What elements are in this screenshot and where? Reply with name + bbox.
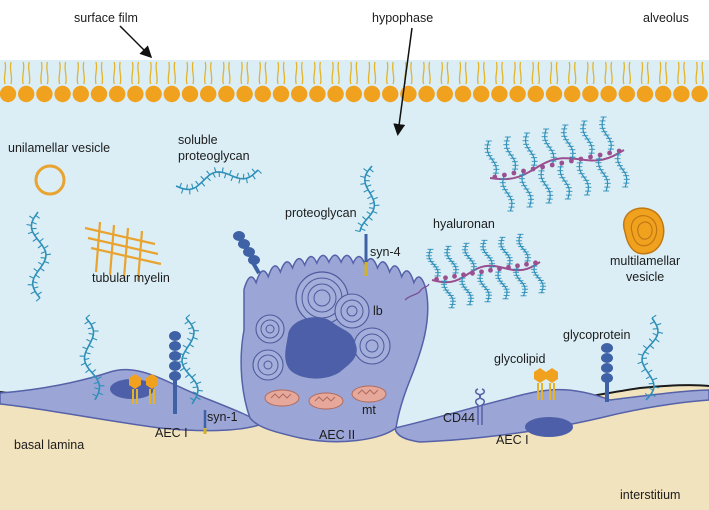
label-glycolipid: glycolipid [494, 352, 546, 366]
label-hypophase: hypophase [372, 11, 434, 25]
lipid-molecule [527, 61, 544, 103]
label-surface-film: surface film [74, 11, 138, 25]
lamellar-body-group [252, 271, 391, 381]
label-soluble-proteoglycan-1: soluble [178, 133, 218, 147]
proteoglycan-chain-icon [175, 167, 262, 195]
glycoprotein-icon [169, 331, 181, 414]
label-aec1-left: AEC I [155, 426, 188, 440]
lipid-molecule [272, 61, 290, 103]
mitochondrion-icon [264, 389, 300, 407]
lipid-molecule [200, 61, 217, 103]
proteoglycan-chain-icon [79, 314, 105, 401]
lipid-molecule [36, 61, 53, 103]
label-alveolus: alveolus [643, 11, 689, 25]
hyaluronan-tether-icon [404, 283, 430, 301]
mitochondrion-icon [308, 392, 344, 410]
label-interstitium: interstitium [620, 488, 681, 502]
tubular-myelin-icon [84, 221, 162, 282]
lamellar-body-icon [255, 314, 285, 344]
lipid-molecule [254, 61, 271, 103]
lipid-molecule [418, 61, 435, 103]
lipid-molecule [673, 61, 690, 103]
glycoprotein-icon [233, 231, 261, 275]
lipid-molecule [454, 61, 472, 103]
lamellar-body-icon [252, 349, 284, 381]
label-mitochondria: mt [362, 403, 376, 417]
label-glycoprotein: glycoprotein [563, 328, 631, 342]
glycolipid-icon [129, 374, 158, 404]
proteoglycan-chain-icon [26, 211, 51, 302]
label-aec1-right: AEC I [496, 433, 529, 447]
nucleus-icon [285, 317, 357, 379]
lipid-molecule [0, 61, 17, 103]
label-multilamellar-2: vesicle [626, 270, 665, 284]
proteoglycan-chain-icon [637, 314, 664, 401]
label-hyaluronan: hyaluronan [433, 217, 495, 231]
lamellar-body-icon [353, 327, 391, 365]
unilamellar-vesicle-icon [34, 164, 66, 196]
label-syn-4: syn-4 [370, 245, 401, 259]
label-basal-lamina: basal lamina [14, 438, 85, 452]
lipid-molecule [145, 61, 162, 103]
lipid-molecule [473, 61, 490, 103]
lipid-molecule [72, 61, 90, 103]
surface-film-arrow [119, 25, 153, 59]
lipid-molecule [109, 61, 126, 103]
label-proteoglycan: proteoglycan [285, 206, 357, 220]
label-tubular-myelin: tubular myelin [92, 271, 170, 285]
lamellar-body-icon [334, 293, 370, 329]
label-lamellar-body: lb [373, 304, 383, 318]
nucleus-icon [525, 417, 573, 437]
lipid-molecule [181, 61, 199, 103]
lipid-molecule [564, 61, 581, 103]
glycan-chains [26, 116, 664, 405]
lipid-molecule [163, 61, 180, 103]
label-soluble-proteoglycan-2: proteoglycan [178, 149, 250, 163]
lipid-molecule [582, 61, 599, 103]
mitochondrion-icon [351, 385, 387, 403]
lipid-molecule [491, 61, 508, 103]
proteoglycan-chain-icon [354, 165, 380, 233]
lipid-molecule [655, 61, 672, 103]
label-aec2: AEC II [319, 428, 356, 442]
lipid-molecule [691, 61, 708, 103]
lipid-molecule [618, 61, 635, 103]
mitochondria-group [264, 385, 387, 410]
lipid-molecule [545, 61, 563, 103]
lipid-molecule [382, 61, 399, 103]
lipid-molecule [636, 61, 654, 103]
lipid-molecule [345, 61, 362, 103]
lipid-molecule [236, 61, 253, 103]
aec1-right-cell [394, 388, 709, 443]
lipid-molecule [509, 61, 526, 103]
lipid-molecule [309, 61, 326, 103]
glycoprotein-icon [601, 343, 613, 402]
label-multilamellar-1: multilamellar [610, 254, 681, 268]
lipid-molecule [436, 61, 453, 103]
lipid-molecule [327, 61, 344, 103]
hyaluronan-chain-icon [425, 233, 547, 309]
lipid-molecule [54, 61, 71, 103]
lipid-molecule [90, 61, 108, 103]
lipid-monolayer-icon [0, 61, 708, 103]
multilamellar-vesicle-icon [622, 207, 665, 255]
hyaluronan-chain-icon [484, 116, 630, 212]
lipid-molecule [218, 61, 235, 103]
lipid-molecule [363, 61, 381, 103]
label-syn-1: syn-1 [207, 410, 238, 424]
glycolipid-icon [534, 368, 558, 400]
label-cd44: CD44 [443, 411, 475, 425]
lipid-molecule [291, 61, 308, 103]
lipid-molecule [127, 61, 144, 103]
hypophase-arrow [393, 27, 413, 136]
lipid-molecule [600, 61, 617, 103]
lipid-molecule [18, 61, 35, 103]
alveolus-region [0, 0, 709, 60]
label-unilamellar-vesicle: unilamellar vesicle [8, 141, 111, 155]
cd44-receptor-icon [475, 388, 485, 425]
